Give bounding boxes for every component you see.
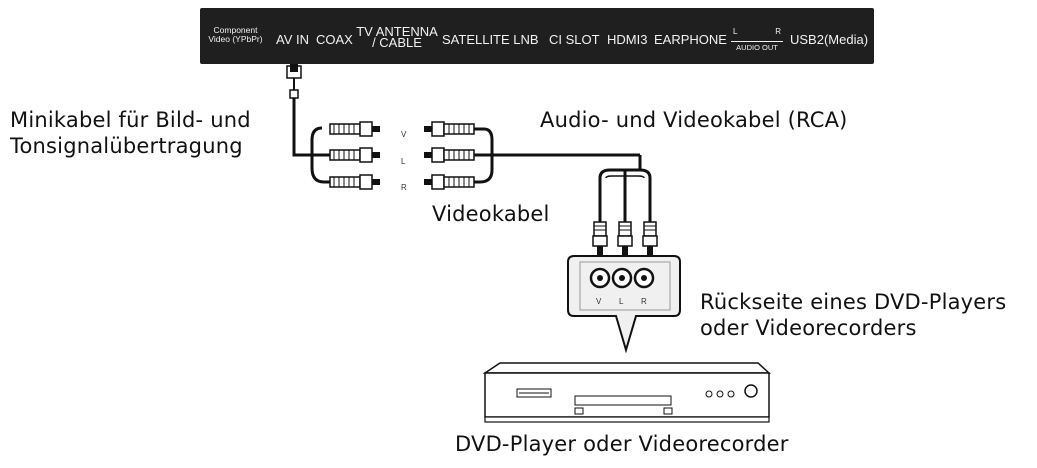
right-rca-plugs [424, 121, 475, 190]
port-ci-slot: CI SLOT [549, 32, 600, 47]
jack-mark-r: R [641, 297, 647, 306]
rca-plug-icon [592, 221, 608, 256]
vertical-rca-plugs [592, 221, 658, 256]
tv-input-panel: Component Video (YPbPr) AV IN COAX TV AN… [200, 8, 874, 64]
rca-plug-icon [424, 147, 475, 163]
jack-mark-v: V [596, 297, 602, 306]
rca-plug-icon [617, 221, 633, 256]
label-minikabel-line1: Minikabel für Bild- und [10, 108, 251, 132]
port-component-line2: Video (YPbPr) [208, 33, 263, 44]
rca-plug-icon [424, 174, 475, 190]
rca-plug-icon [329, 147, 380, 163]
dvd-player-icon [482, 362, 771, 423]
port-hdmi3: HDMI3 [607, 32, 648, 47]
port-av-in: AV IN [276, 32, 309, 47]
port-coax: COAX [316, 32, 353, 47]
port-earphone: EARPHONE [654, 32, 727, 47]
port-tv-antenna-line2: / CABLE [372, 35, 422, 50]
jack-mark-l: L [619, 297, 624, 306]
label-videokabel: Videokabel [432, 202, 550, 226]
mini-plug-icon [286, 58, 302, 99]
port-tv-antenna-line1: TV ANTENNA [356, 24, 438, 39]
label-dvd-rear-line1: Rückseite eines DVD-Players [700, 290, 1007, 314]
rca-plug-icon [329, 174, 380, 190]
rca-plug-icon [424, 121, 475, 137]
mark-v: V [401, 130, 407, 139]
mini-cable [292, 98, 322, 157]
port-component-line1: Component [213, 25, 258, 35]
left-rca-plugs [329, 121, 380, 190]
label-minikabel-line2: Tonsignalübertragung [10, 133, 243, 158]
label-audio-video-cable: Audio- und Videokabel (RCA) [540, 108, 848, 132]
label-dvd-player: DVD-Player oder Videorecorder [455, 432, 789, 456]
mark-l: L [401, 157, 406, 166]
audio-out-l: L [733, 27, 738, 36]
jack-plate-icon [567, 255, 681, 354]
mark-r: R [401, 183, 407, 192]
port-satellite-lnb: SATELLITE LNB [442, 32, 539, 47]
rca-plug-icon [642, 221, 658, 256]
audio-out-r: R [775, 27, 781, 36]
label-dvd-rear-line2: oder Videorecorders [700, 315, 917, 340]
rca-plug-icon [329, 121, 380, 137]
left-cable-loop [310, 126, 330, 184]
audio-out-label: AUDIO OUT [731, 41, 783, 52]
port-usb2: USB2(Media) [790, 32, 869, 47]
